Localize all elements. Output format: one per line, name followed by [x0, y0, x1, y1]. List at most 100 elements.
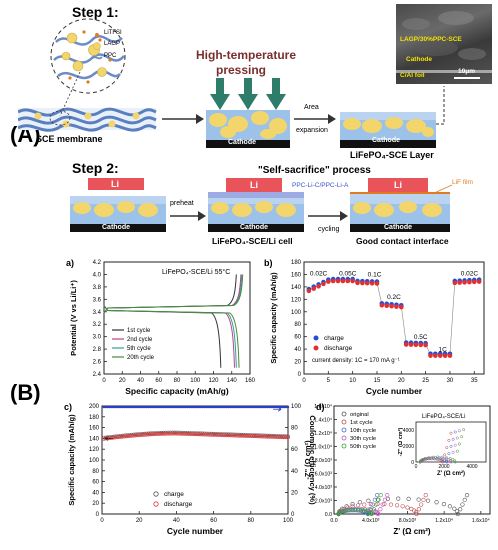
rate-label: 0.1C — [368, 272, 382, 279]
y2-tick-label: 40 — [291, 469, 298, 475]
cycling-label: cycling — [318, 226, 340, 233]
discharge-point — [122, 434, 127, 439]
charge-point — [102, 435, 106, 440]
y-tick-label: 8.0x10³ — [315, 458, 333, 464]
nyquist-point — [366, 507, 371, 512]
discharge-point — [161, 431, 166, 436]
y-tick-label: 120 — [291, 297, 302, 303]
charge-point — [159, 430, 164, 435]
charge-point — [113, 434, 117, 439]
efficiency-point — [221, 405, 225, 409]
x-tick-label: 1.6x10⁴ — [472, 518, 490, 524]
charge-point — [226, 432, 231, 437]
x-tick-label: 25 — [422, 378, 429, 384]
efficiency-point — [156, 405, 159, 409]
discharge-point — [321, 281, 326, 287]
charge-point — [144, 431, 149, 436]
charge-point — [187, 431, 192, 435]
nyquist-point — [368, 502, 373, 507]
y-axis-label: -Z'' (Ω cm²) — [304, 440, 312, 480]
charge-point — [111, 434, 116, 439]
efficiency-point — [275, 405, 279, 409]
x-tick-label: 40 — [173, 518, 180, 524]
sem-label-middle: Cathode — [406, 56, 432, 63]
x-tick-label: 0 — [302, 378, 306, 384]
legend-label-discharge: discharge — [164, 501, 193, 508]
inset-point — [423, 457, 427, 460]
charge-point — [248, 433, 253, 437]
discharge-point — [183, 431, 188, 436]
warburg-point — [460, 502, 465, 507]
discharge-point — [355, 280, 360, 286]
charge-point — [256, 433, 261, 438]
nyquist-point — [340, 509, 345, 514]
nyquist-point — [394, 503, 400, 508]
x-tick-label: 20 — [398, 378, 405, 384]
ppc-li-label: PPC-Li-C/PPC-Li-A — [292, 182, 349, 189]
efficiency-arrow — [273, 406, 282, 412]
discharge-point — [340, 278, 346, 284]
charge-point — [142, 431, 147, 436]
efficiency-point — [214, 405, 217, 409]
efficiency-point — [245, 405, 249, 409]
sem-texture — [396, 11, 492, 79]
charge-point — [137, 432, 142, 436]
discharge-point — [185, 432, 190, 436]
nyquist-point — [344, 504, 349, 509]
nyquist-point — [454, 509, 460, 514]
warburg-point — [382, 497, 388, 502]
legend-swatch-charge — [313, 335, 319, 341]
step2-block-2 — [208, 178, 304, 232]
nyquist-point — [369, 511, 374, 517]
nyquist-point — [366, 498, 371, 503]
discharge-point — [273, 434, 277, 439]
efficiency-point — [286, 405, 290, 409]
inset-point — [445, 456, 448, 460]
nyquist-point — [388, 502, 394, 507]
y-tick-label: 1.2x10⁴ — [314, 431, 332, 437]
charge-point — [267, 433, 272, 438]
nyquist-point — [361, 508, 366, 513]
y-axis-label: Specific capacity (mAh/g) — [67, 414, 76, 506]
discharge-point — [280, 435, 285, 440]
charge-point — [269, 433, 274, 438]
efficiency-point — [143, 405, 146, 409]
charge-point — [168, 430, 173, 435]
discharge-point — [176, 431, 181, 436]
discharge-point — [243, 433, 248, 438]
x-tick-label: 20 — [119, 378, 126, 384]
discharge-point — [442, 353, 448, 358]
charge-point — [263, 433, 268, 438]
efficiency-point — [151, 405, 154, 409]
pressing-label-1: High-temperature — [196, 48, 297, 62]
legend-label: 1st cycle — [127, 328, 151, 334]
x-tick-label: 0.0 — [330, 518, 337, 524]
discharge-point — [261, 434, 266, 439]
discharge-point — [335, 278, 341, 284]
efficiency-point — [182, 405, 186, 409]
discharge-point — [194, 432, 199, 437]
discharge-point — [374, 281, 380, 286]
rate-label: 0.02C — [461, 270, 479, 277]
efficiency-point — [117, 405, 120, 409]
efficiency-point — [141, 405, 145, 409]
nyquist-point — [452, 506, 457, 511]
inset-point — [441, 460, 445, 464]
charge-point — [139, 432, 143, 436]
efficiency-point — [115, 405, 119, 409]
discharge-point — [163, 431, 168, 436]
efficiency-point — [260, 405, 264, 409]
discharge-point — [187, 432, 192, 436]
efficiency-point — [136, 405, 139, 409]
discharge-point — [394, 304, 399, 309]
efficiency-point — [262, 405, 266, 409]
x-tick-label: 4.0x10³ — [362, 518, 380, 524]
charge-point — [217, 432, 222, 436]
discharge-point — [137, 433, 142, 438]
current-density-note: current density: 1C = 170 mA g⁻¹ — [312, 358, 400, 364]
legend-label: 5th cycle — [127, 346, 151, 352]
charge-point — [232, 432, 236, 437]
x-tick-label: 100 — [190, 378, 201, 384]
efficiency-point — [190, 405, 193, 409]
inset-point — [455, 436, 459, 440]
